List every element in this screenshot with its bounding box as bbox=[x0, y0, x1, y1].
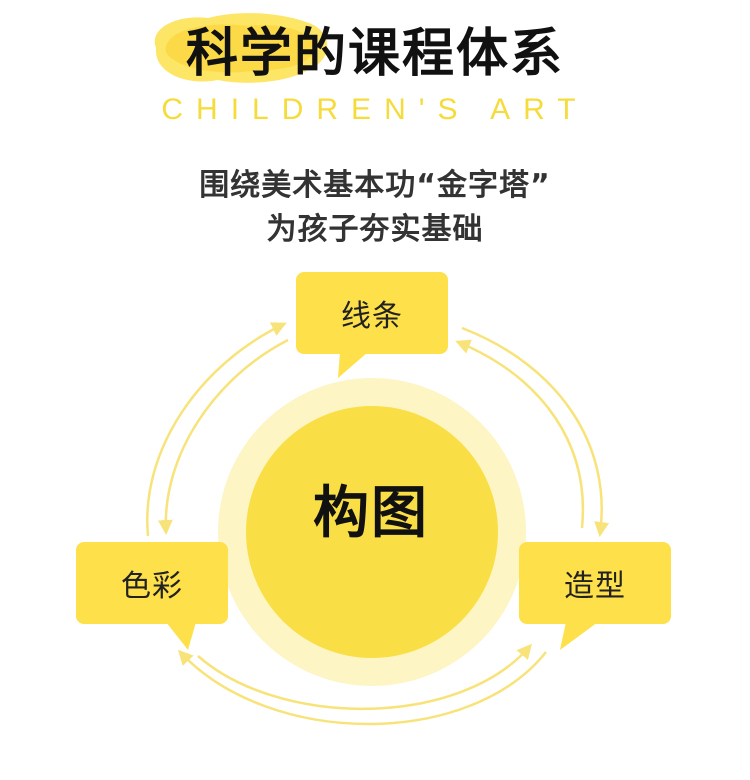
arrow-left-to-top-outer bbox=[146, 322, 287, 537]
header: 科学的课程体系 CHILDREN'S ART bbox=[0, 0, 750, 140]
center-circle bbox=[246, 406, 498, 658]
top-box-tail bbox=[338, 352, 368, 378]
right-box-tail bbox=[560, 622, 598, 650]
arrow-top-to-right-outer bbox=[461, 326, 610, 537]
arrow-right-to-left-inner bbox=[197, 643, 532, 710]
page-subtitle: CHILDREN'S ART bbox=[161, 93, 589, 126]
tagline-line-2: 为孩子夯实基础 bbox=[266, 212, 484, 247]
title-brush-decoration bbox=[154, 13, 328, 83]
page-title: 科学的课程体系 bbox=[185, 24, 564, 84]
arrow-top-to-right-inner bbox=[455, 339, 585, 529]
center-label-composition: 构图 bbox=[313, 481, 429, 546]
tagline-line-1: 围绕美术基本功“金字塔” bbox=[199, 168, 551, 203]
node-color: 色彩 bbox=[76, 542, 228, 624]
node-shape: 造型 bbox=[519, 542, 671, 624]
arrow-left-to-top-inner bbox=[157, 338, 289, 535]
node-lines: 线条 bbox=[296, 272, 448, 354]
arrow-right-to-left-outer bbox=[177, 649, 547, 726]
left-box-tail bbox=[166, 622, 196, 650]
